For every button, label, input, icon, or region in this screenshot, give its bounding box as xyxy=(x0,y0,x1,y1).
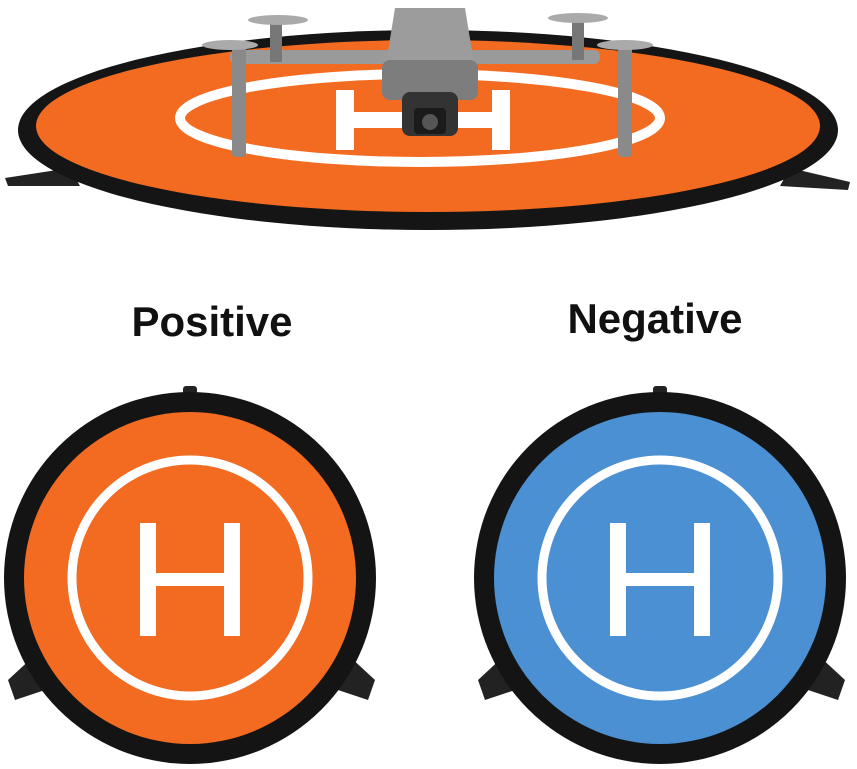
drone xyxy=(202,8,653,157)
positive-label: Positive xyxy=(131,298,293,345)
negative-side-pad xyxy=(474,386,846,764)
h-letter xyxy=(610,523,710,636)
right-strap xyxy=(780,168,850,190)
h-letter xyxy=(140,523,240,636)
top-landing-pad xyxy=(5,8,850,230)
negative-label: Negative xyxy=(567,295,743,342)
positive-side-pad xyxy=(4,386,376,764)
